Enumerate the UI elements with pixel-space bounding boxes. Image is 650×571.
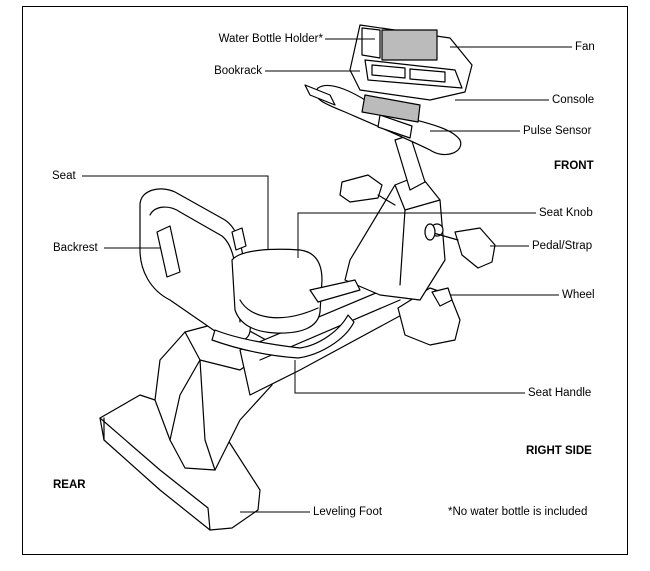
label-wheel: Wheel bbox=[562, 289, 595, 301]
label-seat-handle: Seat Handle bbox=[528, 387, 592, 399]
header-rear: REAR bbox=[53, 479, 86, 491]
label-pedal-strap: Pedal/Strap bbox=[532, 240, 593, 252]
label-pulse-sensor: Pulse Sensor bbox=[523, 125, 592, 137]
footnote: *No water bottle is included bbox=[448, 506, 588, 518]
label-water-bottle-holder: Water Bottle Holder* bbox=[218, 33, 323, 45]
right-pedal bbox=[454, 227, 496, 269]
header-front: FRONT bbox=[554, 160, 594, 172]
label-fan: Fan bbox=[575, 41, 595, 53]
wheel-knob bbox=[431, 287, 453, 307]
label-seat-knob: Seat Knob bbox=[539, 207, 593, 219]
seat-handle bbox=[211, 314, 355, 359]
header-right-side: RIGHT SIDE bbox=[526, 445, 592, 457]
label-leveling-foot: Leveling Foot bbox=[313, 506, 383, 518]
label-backrest: Backrest bbox=[53, 242, 98, 254]
diagram-frame bbox=[22, 6, 628, 555]
left-pedal bbox=[339, 174, 383, 203]
label-seat: Seat bbox=[52, 170, 76, 182]
fan-grille bbox=[381, 29, 438, 61]
seat-cushion bbox=[231, 248, 323, 334]
label-console: Console bbox=[552, 94, 595, 106]
label-bookrack: Bookrack bbox=[214, 65, 262, 77]
